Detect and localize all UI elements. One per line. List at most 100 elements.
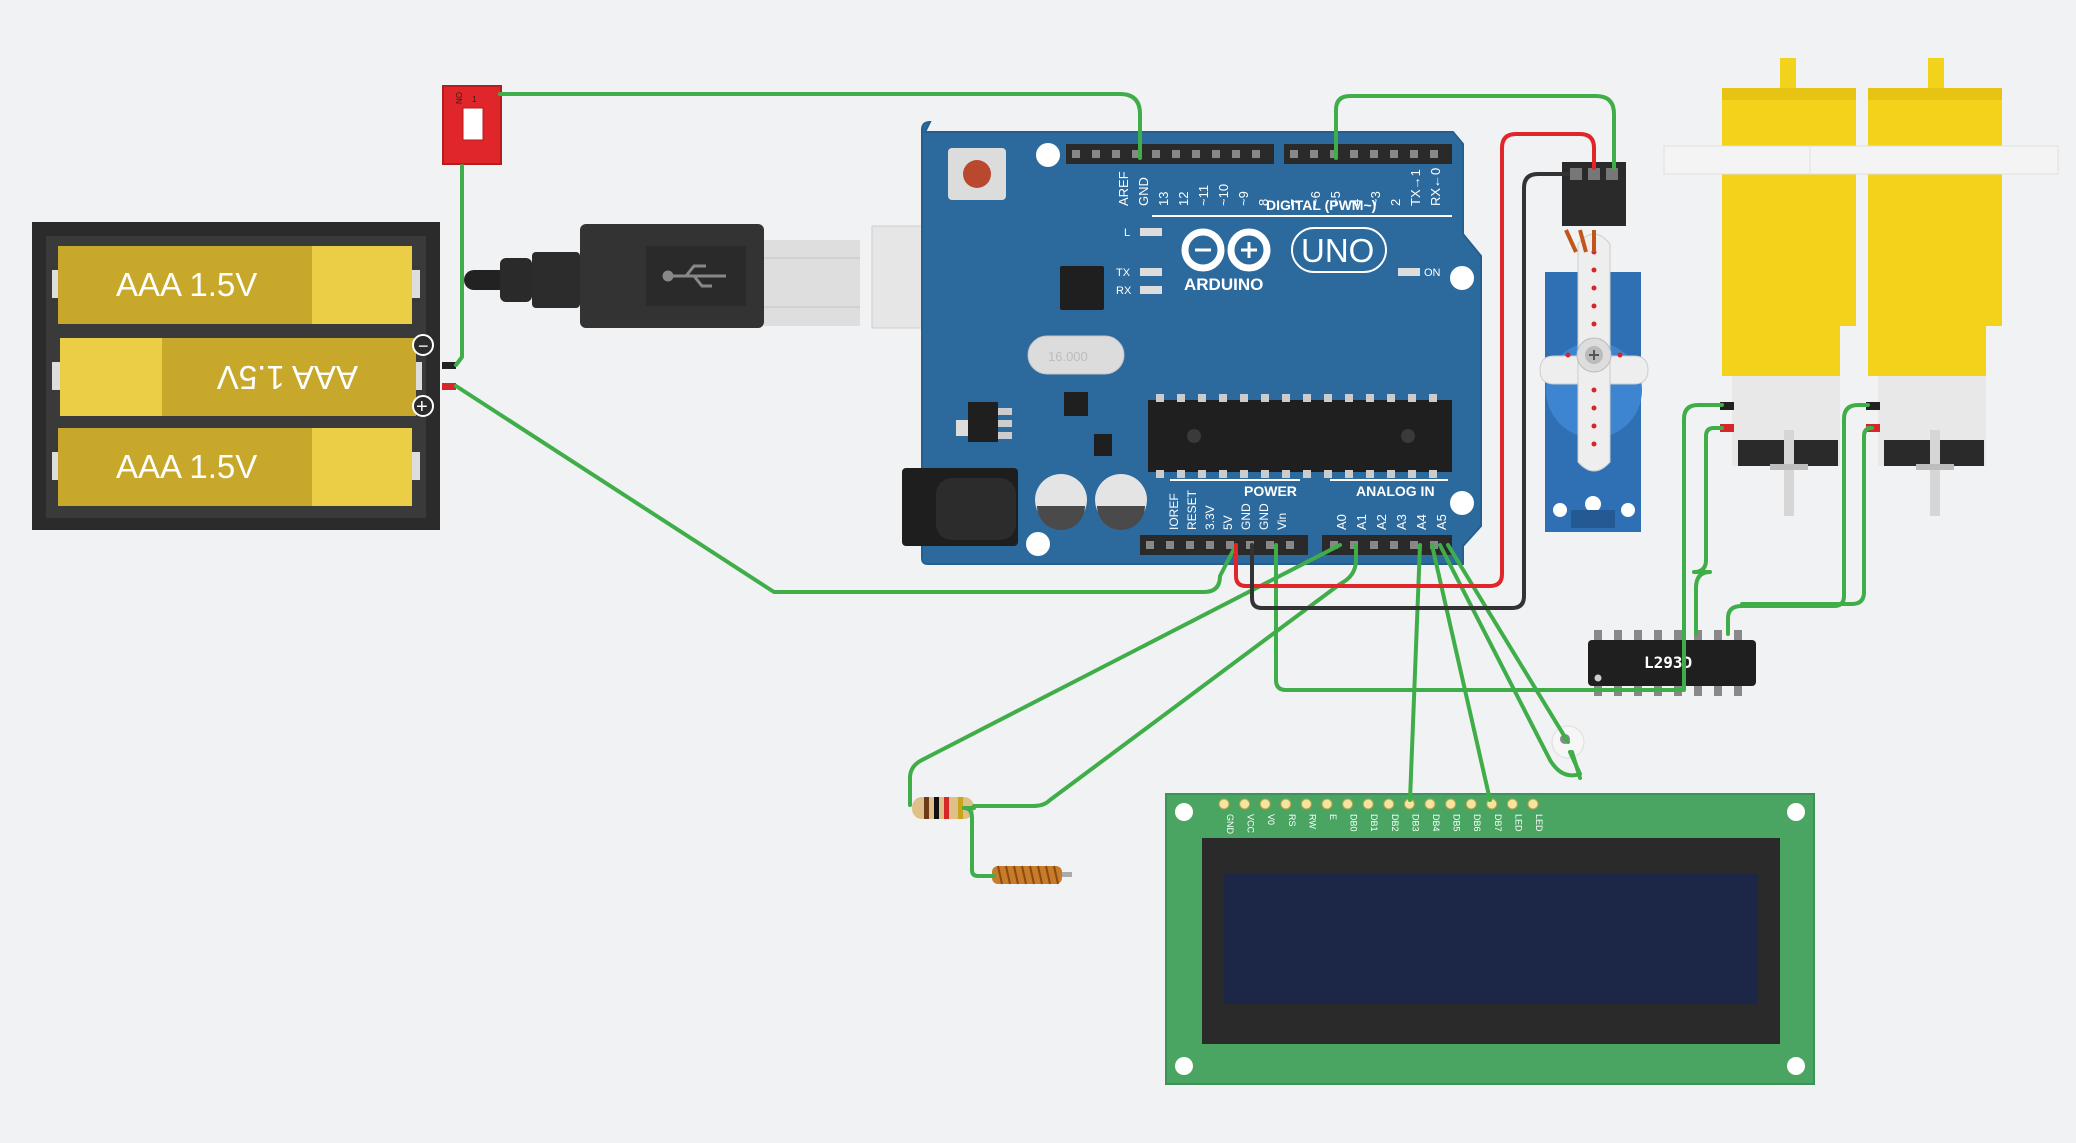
wire-gnd-servo[interactable] [1250,172,1570,610]
motor-1-terminal-red[interactable] [1720,424,1734,432]
wire-a0-resistor[interactable] [908,543,1342,807]
battery-minus-icon [412,334,434,356]
lcd-pin[interactable] [1342,798,1354,810]
wire-pin5-servo[interactable] [1334,94,1616,170]
small-chip-1 [1064,392,1088,416]
led-on-label: ON [1424,267,1441,279]
pin-label: A0 [1334,514,1349,530]
led-l-label: L [1124,227,1130,239]
lcd-pin-label: DB5 [1452,814,1462,832]
header-top-right[interactable] [1284,144,1452,164]
pin-label: RESET [1185,489,1199,530]
wire-motor1-a[interactable] [1682,403,1724,636]
battery-terminal-negative[interactable] [442,362,456,369]
led-rx-label: RX [1116,285,1132,297]
lcd-pin[interactable] [1506,798,1518,810]
lcd-pin[interactable] [1383,798,1395,810]
lcd-pin[interactable] [1445,798,1457,810]
lcd-pin-label: LED [1534,814,1544,832]
dc-motor-2[interactable] [1809,58,2059,516]
wire-a5-sensor-2[interactable] [1446,543,1570,744]
pin-label: 7 [1288,199,1303,206]
lcd-pin[interactable] [1259,798,1271,810]
lcd-pin-label: DB7 [1493,814,1503,832]
switch-on-label: ON [454,92,463,104]
l293d-driver[interactable]: L293D [1588,630,1756,696]
led-rx [1140,286,1162,294]
wire-a1-resistor[interactable] [972,543,1358,808]
wire-switch-gnd[interactable] [498,92,1142,160]
lcd-pin-label: LED [1513,814,1523,832]
pin-label: GND [1136,177,1151,206]
pin-label: ~11 [1196,185,1211,206]
power-label: POWER [1244,483,1297,499]
arduino-brand: ARDUINO [1184,275,1263,294]
dc-motor-1[interactable] [1663,58,1857,516]
small-chip-2 [1094,434,1112,456]
wire-battery-5v[interactable] [454,384,1238,594]
lcd-pin[interactable] [1362,798,1374,810]
mount-hole-2 [1450,266,1474,290]
lcd-pin[interactable] [1218,798,1230,810]
wire-gnd-driver[interactable] [1274,543,1686,692]
slide-switch[interactable]: ON 1 [442,85,502,165]
pin-label: GND [1239,503,1253,530]
lcd-pin[interactable] [1239,798,1251,810]
wire-5v-servo[interactable] [1234,132,1596,588]
wire-battery-switch[interactable] [454,164,464,367]
pin-label: AREF [1116,171,1131,206]
header-power[interactable] [1140,535,1308,555]
l293d-label: L293D [1644,653,1692,672]
motor-2-terminal-black[interactable] [1866,402,1880,410]
servo-motor[interactable] [1539,162,1649,532]
battery-cell-3: AAA 1.5V [52,428,420,506]
capacitor-2 [1095,474,1147,530]
pin-label: A5 [1434,514,1449,530]
lcd-pin-label: DB4 [1431,814,1441,832]
battery-terminal-positive[interactable] [442,383,456,390]
pin-label: RX←0 [1428,168,1443,206]
lcd-pin-label: E [1328,814,1338,820]
battery-pack[interactable]: AAA 1.5V AAA 1.5V AAA 1.5V − + [32,222,456,530]
reset-button-cap[interactable] [963,160,991,188]
wire-resistor-coil[interactable] [962,806,996,878]
lcd-pin[interactable] [1424,798,1436,810]
lcd-pin[interactable] [1465,798,1477,810]
battery-cell-1-label: AAA 1.5V [116,266,257,303]
battery-plus-sign: + [416,396,428,418]
lcd-pin[interactable] [1321,798,1333,810]
wire-motor2-b[interactable] [1740,426,1874,606]
switch-slider[interactable] [462,107,484,141]
mount-hole-4 [1026,532,1050,556]
lcd-pin[interactable] [1300,798,1312,810]
usb-icon [662,264,726,288]
wire-a4-lcd-db3[interactable] [1408,543,1422,802]
pin-label: GND [1257,503,1271,530]
inductor-coil[interactable] [992,865,1072,885]
motor-1-terminal-black[interactable] [1720,402,1734,410]
mount-hole-3 [1450,491,1474,515]
header-top-left[interactable] [1066,144,1274,164]
battery-cell-1: AAA 1.5V [52,246,420,324]
battery-plus-icon [412,395,434,417]
voltage-regulator [968,402,998,442]
lcd-pin-label: RS [1287,814,1297,827]
pin-label: ~6 [1308,191,1323,206]
lcd-pin[interactable] [1527,798,1539,810]
resistor[interactable] [912,797,974,819]
digital-pwm-label: DIGITAL (PWM~) [1266,197,1376,213]
battery-minus-sign: − [418,336,429,356]
battery-cell-3-label: AAA 1.5V [116,448,257,485]
wire-motor1-b[interactable] [1692,426,1724,636]
lcd-pin-label: GND [1225,814,1235,835]
wires [454,92,1874,878]
lcd-pin[interactable] [1280,798,1292,810]
crystal-label: 16.000 [1048,349,1088,364]
pin-label: ~9 [1236,191,1251,206]
pin-label: Vin [1275,513,1289,530]
